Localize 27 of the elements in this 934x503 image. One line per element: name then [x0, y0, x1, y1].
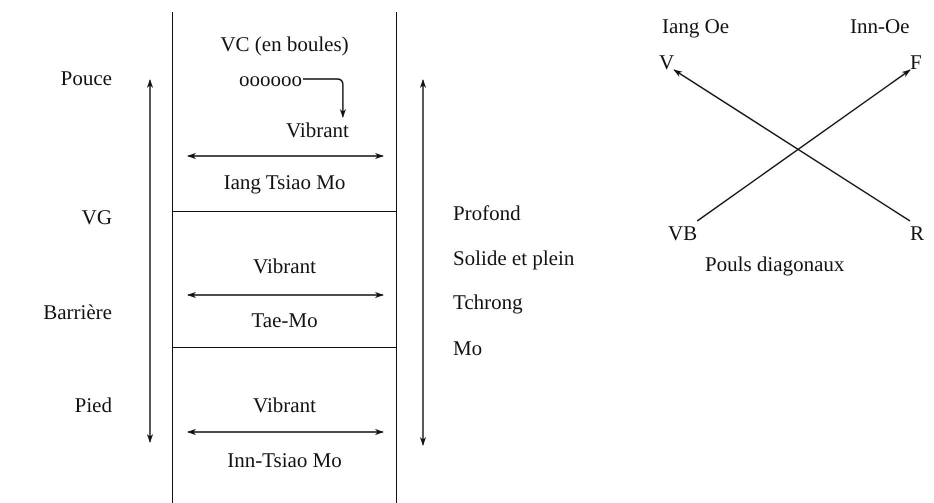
text-label: VG — [82, 205, 112, 229]
text-label: Solide et plein — [453, 246, 574, 270]
text-label: Pied — [74, 393, 112, 417]
text-label: Iang Oe — [662, 14, 730, 38]
arrow — [303, 78, 346, 118]
text-label: Inn-Oe — [850, 14, 910, 38]
text-label: Pouls diagonaux — [705, 252, 844, 276]
pulse-section — [172, 12, 397, 212]
text-label: Barrière — [43, 300, 112, 324]
pulse-point-label: V — [659, 50, 674, 74]
section-heading: VC (en boules) — [220, 32, 349, 56]
pulse-label: Vibrant — [286, 118, 349, 142]
pulse-point-label: VB — [668, 221, 698, 245]
pulse-section — [172, 212, 397, 348]
section-label: Iang Tsiao Mo — [224, 170, 346, 194]
text-label: Pouce — [60, 66, 112, 90]
pulse-point-label: R — [910, 221, 924, 245]
pulse-section — [172, 348, 397, 503]
section-label: Inn-Tsiao Mo — [227, 448, 342, 472]
text-label: Tchrong — [453, 290, 523, 314]
pulse-point-label: F — [910, 50, 922, 74]
section-heading: Vibrant — [253, 254, 316, 278]
pulse-label: oooooo — [239, 67, 302, 91]
section-heading: Vibrant — [253, 393, 316, 417]
section-label: Tae-Mo — [251, 308, 318, 332]
text-label: Mo — [453, 336, 482, 360]
text-label: Profond — [453, 201, 521, 225]
